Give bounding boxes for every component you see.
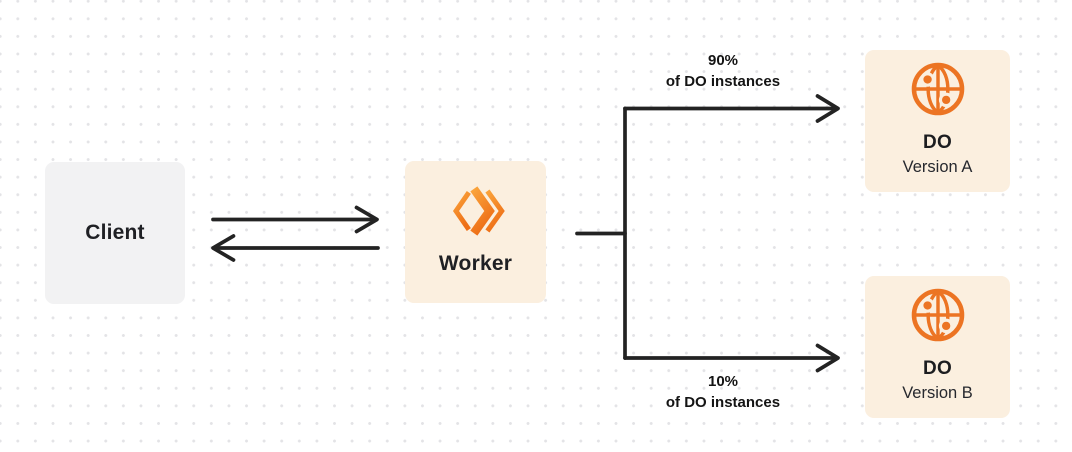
do-a-title: DO xyxy=(923,132,952,153)
worker-split-line xyxy=(575,106,627,360)
traffic-split-label-10: 10% of DO instances xyxy=(613,372,833,413)
do-version-b-node: DO Version B xyxy=(865,276,1010,418)
traffic-split-label-90: 90% of DO instances xyxy=(613,51,833,92)
client-node: Client xyxy=(45,162,185,304)
arrow-to-do-b xyxy=(623,343,840,373)
do-version-a-node: DO Version A xyxy=(865,50,1010,192)
worker-node: Worker xyxy=(405,161,546,303)
traffic-split-percent-90: 90% xyxy=(707,52,739,69)
traffic-split-caption-10: of DO instances xyxy=(665,393,781,411)
worker-label: Worker xyxy=(438,252,513,275)
client-label: Client xyxy=(85,221,145,244)
worker-to-client-arrow xyxy=(211,234,380,262)
cloudflare-workers-icon xyxy=(452,186,505,236)
arrow-to-do-a xyxy=(623,94,840,123)
globe-icon xyxy=(911,288,964,342)
globe-icon xyxy=(911,62,964,116)
client-to-worker-arrow xyxy=(211,205,379,234)
do-b-subtitle: Version B xyxy=(902,383,973,402)
traffic-split-caption-90: of DO instances xyxy=(665,72,781,90)
do-a-subtitle: Version A xyxy=(902,157,973,176)
traffic-split-percent-10: 10% xyxy=(707,373,739,390)
do-b-title: DO xyxy=(923,358,952,379)
